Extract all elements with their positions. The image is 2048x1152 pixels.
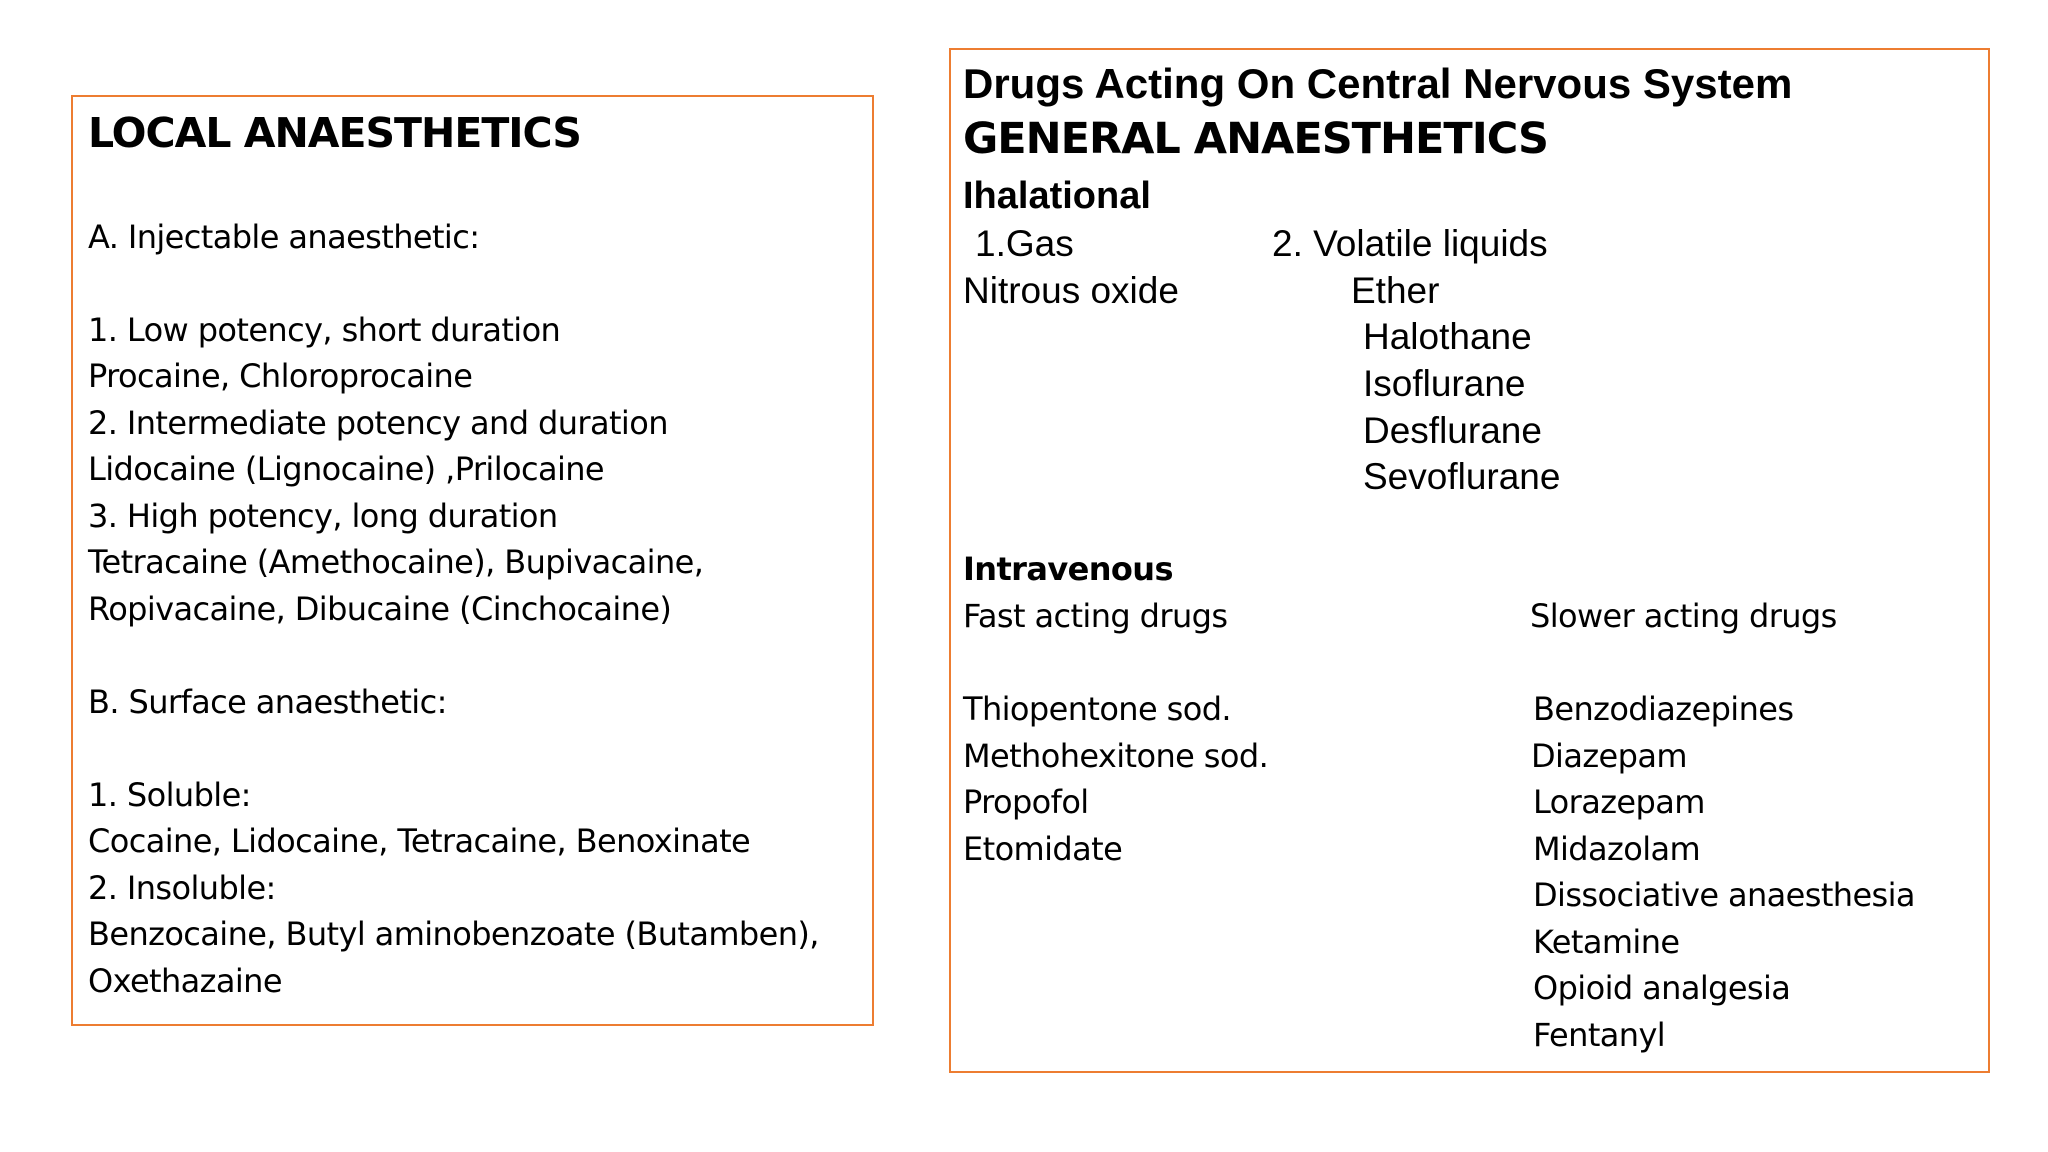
slower-acting-drug: Opioid analgesia xyxy=(1533,969,1791,1007)
gas-heading: 1.Gas xyxy=(975,223,1074,264)
fast-acting-drug: Propofol xyxy=(963,783,1089,821)
volatile-drug: Ether xyxy=(1351,270,1440,311)
fast-acting-heading: Fast acting drugs xyxy=(963,597,1228,635)
insoluble-drugs-line-1: Benzocaine, Butyl aminobenzoate (Butambe… xyxy=(88,915,819,953)
volatile-drug: Halothane xyxy=(1363,316,1532,357)
fast-acting-drug: Etomidate xyxy=(963,830,1123,868)
cns-title: Drugs Acting On Central Nervous System xyxy=(963,60,1793,107)
high-potency-drugs-line-2: Ropivacaine, Dibucaine (Cinchocaine) xyxy=(88,590,672,628)
gas-drug: Nitrous oxide xyxy=(963,270,1179,311)
slower-acting-heading: Slower acting drugs xyxy=(1530,597,1837,635)
soluble-drugs: Cocaine, Lidocaine, Tetracaine, Benoxina… xyxy=(88,822,751,860)
soluble-heading: 1. Soluble: xyxy=(88,776,251,814)
inhalational-heading: Ihalational xyxy=(963,175,1151,217)
local-anaesthetics-title: LOCAL ANAESTHETICS xyxy=(88,109,582,157)
low-potency-drugs: Procaine, Chloroprocaine xyxy=(88,357,473,395)
general-anaesthetics-panel xyxy=(949,48,1990,1073)
insoluble-heading: 2. Insoluble: xyxy=(88,869,276,907)
slower-acting-drug: Midazolam xyxy=(1533,830,1701,868)
slower-acting-drug: Ketamine xyxy=(1533,923,1680,961)
local-anaesthetics-panel xyxy=(71,95,874,1026)
intravenous-heading: Intravenous xyxy=(963,550,1174,588)
high-potency-drugs-line-1: Tetracaine (Amethocaine), Bupivacaine, xyxy=(88,543,704,581)
slower-acting-drug: Benzodiazepines xyxy=(1533,690,1794,728)
insoluble-drugs-line-2: Oxethazaine xyxy=(88,962,283,1000)
slower-acting-drug: Diazepam xyxy=(1531,737,1688,775)
volatile-liquids-heading: 2. Volatile liquids xyxy=(1272,223,1548,264)
intermediate-potency-heading: 2. Intermediate potency and duration xyxy=(88,404,668,442)
volatile-drug: Sevoflurane xyxy=(1363,456,1561,497)
slower-acting-drug: Dissociative anaesthesia xyxy=(1533,876,1916,914)
volatile-drug: Isoflurane xyxy=(1363,363,1526,404)
fast-acting-drug: Thiopentone sod. xyxy=(963,690,1232,728)
injectable-section-label: A. Injectable anaesthetic: xyxy=(88,218,480,256)
volatile-drug: Desflurane xyxy=(1363,410,1542,451)
slower-acting-drug: Fentanyl xyxy=(1533,1016,1666,1054)
surface-section-label: B. Surface anaesthetic: xyxy=(88,683,447,721)
slower-acting-drug: Lorazepam xyxy=(1533,783,1705,821)
low-potency-heading: 1. Low potency, short duration xyxy=(88,311,561,349)
fast-acting-drug: Methohexitone sod. xyxy=(963,737,1269,775)
intermediate-potency-drugs: Lidocaine (Lignocaine) ,Prilocaine xyxy=(88,450,605,488)
high-potency-heading: 3. High potency, long duration xyxy=(88,497,558,535)
general-anaesthetics-title: GENERAL ANAESTHETICS xyxy=(963,114,1549,164)
